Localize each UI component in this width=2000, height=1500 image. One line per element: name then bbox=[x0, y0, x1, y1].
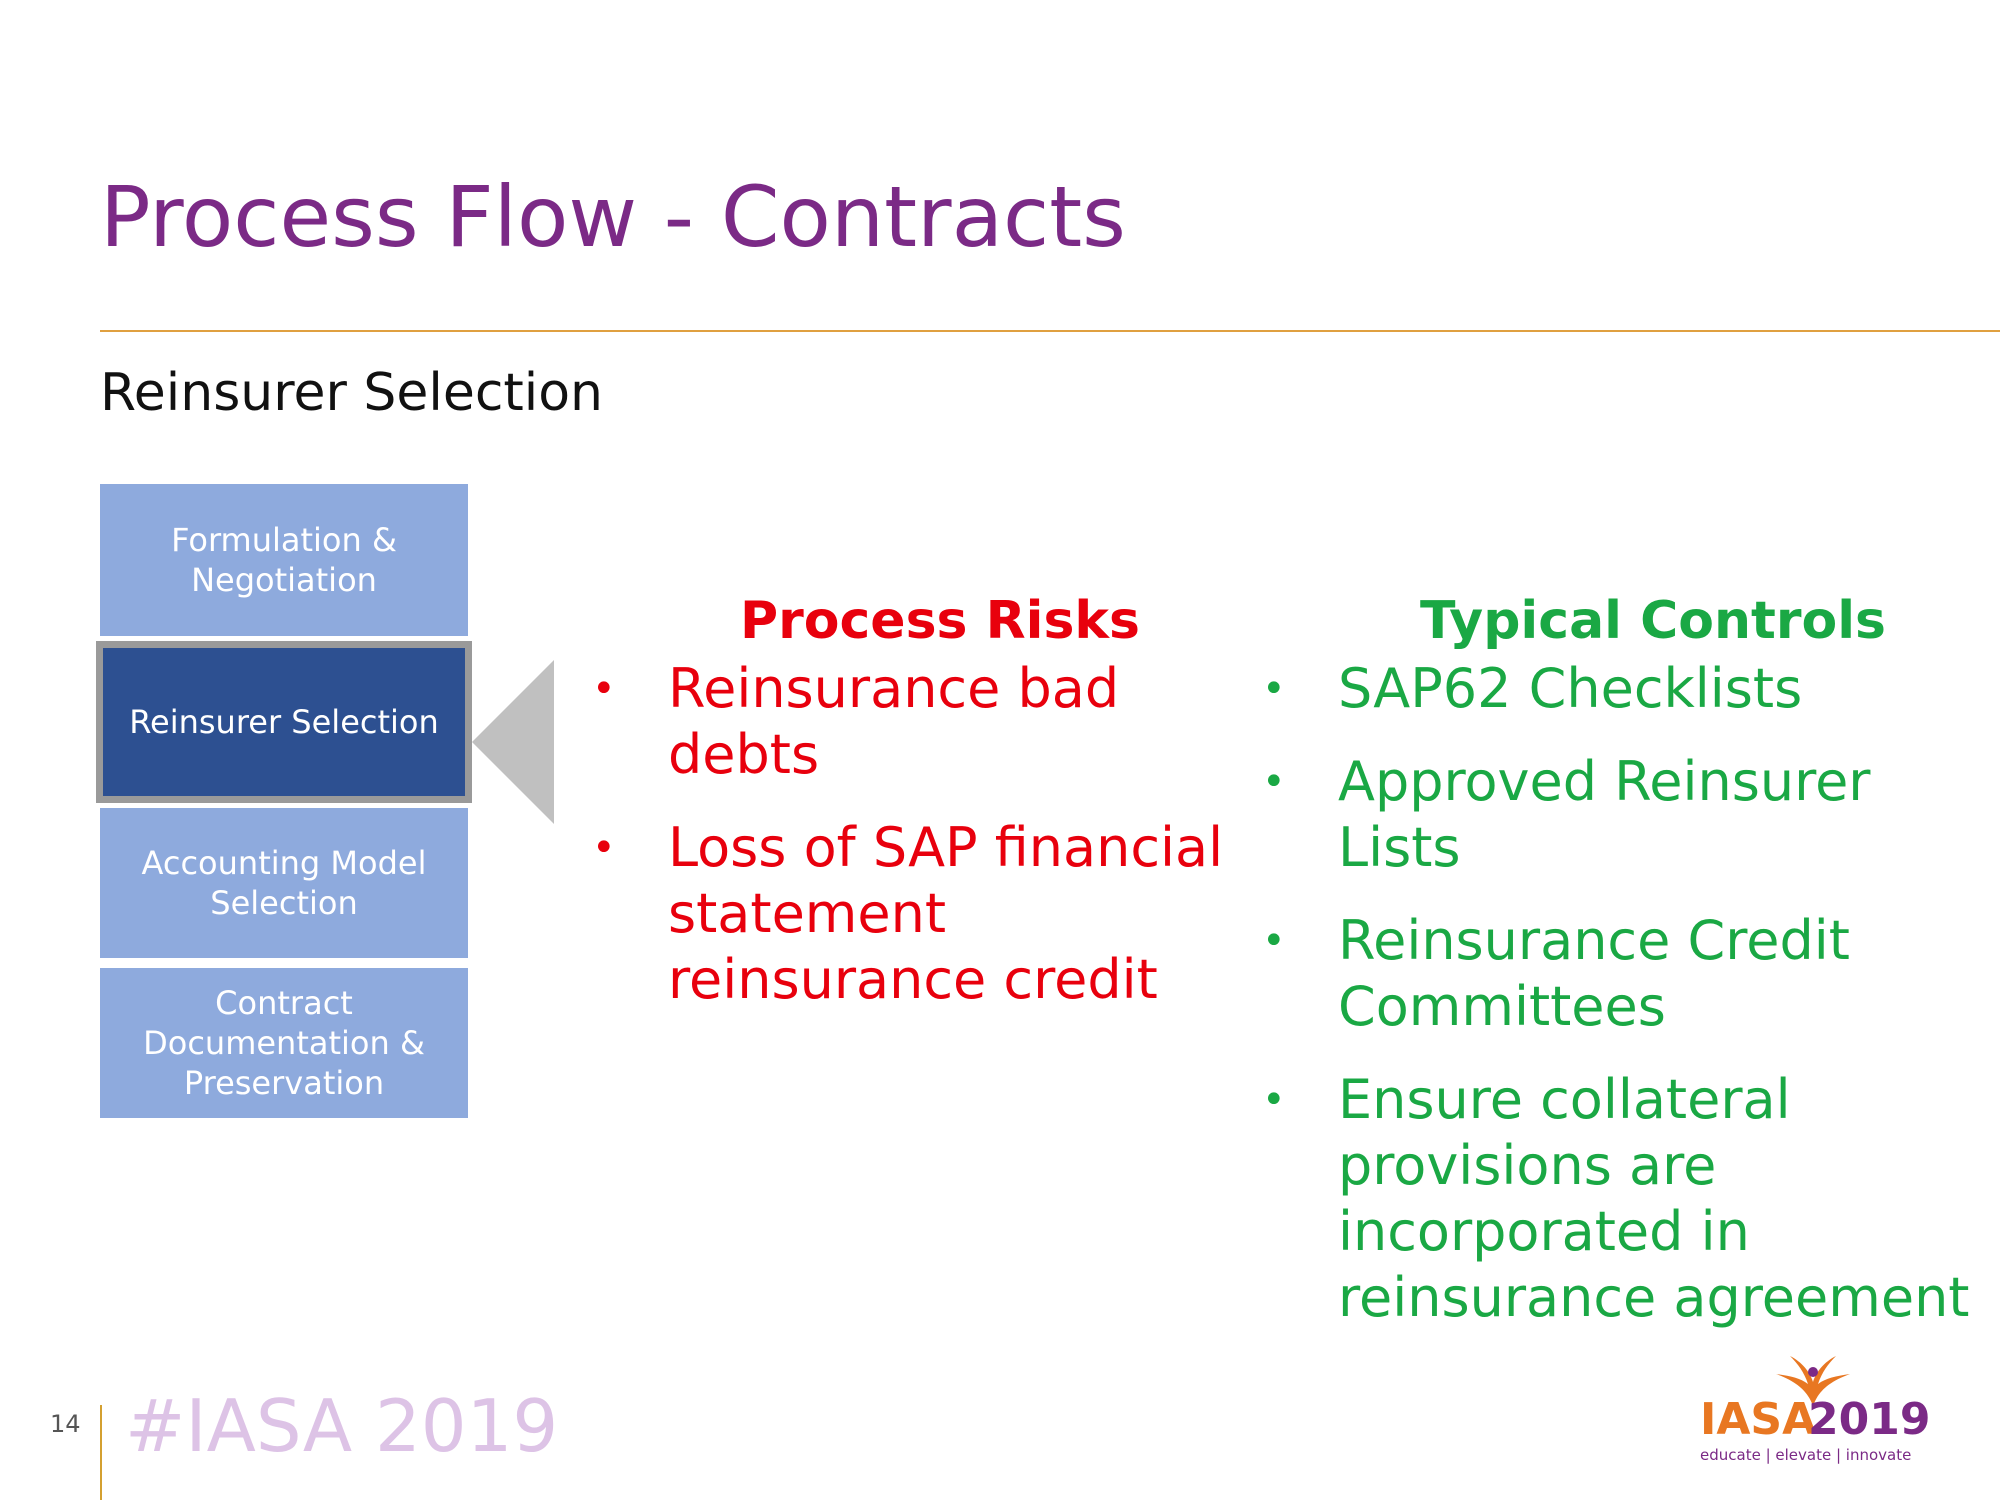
list-item: • SAP62 Checklists bbox=[1262, 656, 2000, 722]
typical-controls-heading: Typical Controls bbox=[1420, 591, 1886, 651]
list-item: • Loss of SAP financial statement reinsur… bbox=[592, 815, 1232, 1013]
event-hashtag: #IASA 2019 bbox=[125, 1384, 559, 1468]
logo-tagline: educate | elevate | innovate bbox=[1700, 1446, 1912, 1464]
logo-year: 2019 bbox=[1808, 1394, 1931, 1445]
bullet-dot: • bbox=[1262, 666, 1286, 712]
typical-controls-list: • SAP62 Checklists • Approved Reinsurer Li… bbox=[1262, 656, 2000, 1358]
risk-text: Reinsurance bad debts bbox=[668, 657, 1120, 786]
bullet-dot: • bbox=[1262, 1077, 1286, 1123]
page-number: 14 bbox=[50, 1410, 81, 1438]
process-risks-list: • Reinsurance bad debts • Loss of SAP fina… bbox=[592, 656, 1232, 1040]
bullet-dot: • bbox=[1262, 759, 1286, 805]
list-item: • Approved Reinsurer Lists bbox=[1262, 749, 2000, 881]
footer-divider bbox=[100, 1405, 102, 1500]
control-text: Reinsurance Credit Committees bbox=[1338, 909, 1850, 1038]
iasa-logo: IASA 2019 educate | elevate | innovate bbox=[1690, 1352, 1931, 1464]
list-item: • Reinsurance Credit Committees bbox=[1262, 908, 2000, 1040]
bullet-dot: • bbox=[592, 666, 616, 712]
list-item: • Reinsurance bad debts bbox=[592, 656, 1232, 788]
slide-title: Process Flow - Contracts bbox=[100, 168, 1126, 266]
logo-wordmark: IASA bbox=[1700, 1394, 1817, 1445]
triangle-pointer-icon bbox=[472, 660, 554, 824]
flow-step-reinsurer-selection: Reinsurer Selection bbox=[96, 641, 472, 803]
bullet-dot: • bbox=[1262, 918, 1286, 964]
list-item: • Ensure collateral provisions are incorp… bbox=[1262, 1067, 2000, 1331]
flow-step-accounting-model: Accounting Model Selection bbox=[100, 808, 468, 958]
title-divider bbox=[100, 330, 2000, 332]
control-text: Ensure collateral provisions are incorpo… bbox=[1338, 1068, 1970, 1329]
risk-text: Loss of SAP financial statement reinsura… bbox=[668, 816, 1224, 1011]
flow-step-formulation: Formulation & Negotiation bbox=[100, 484, 468, 636]
phoenix-icon bbox=[1776, 1356, 1850, 1406]
flow-step-contract-documentation: Contract Documentation & Preservation bbox=[100, 968, 468, 1118]
control-text: SAP62 Checklists bbox=[1338, 657, 1803, 720]
process-risks-heading: Process Risks bbox=[740, 591, 1140, 651]
bullet-dot: • bbox=[592, 825, 616, 871]
control-text: Approved Reinsurer Lists bbox=[1338, 750, 1871, 879]
slide-subtitle: Reinsurer Selection bbox=[100, 363, 604, 423]
